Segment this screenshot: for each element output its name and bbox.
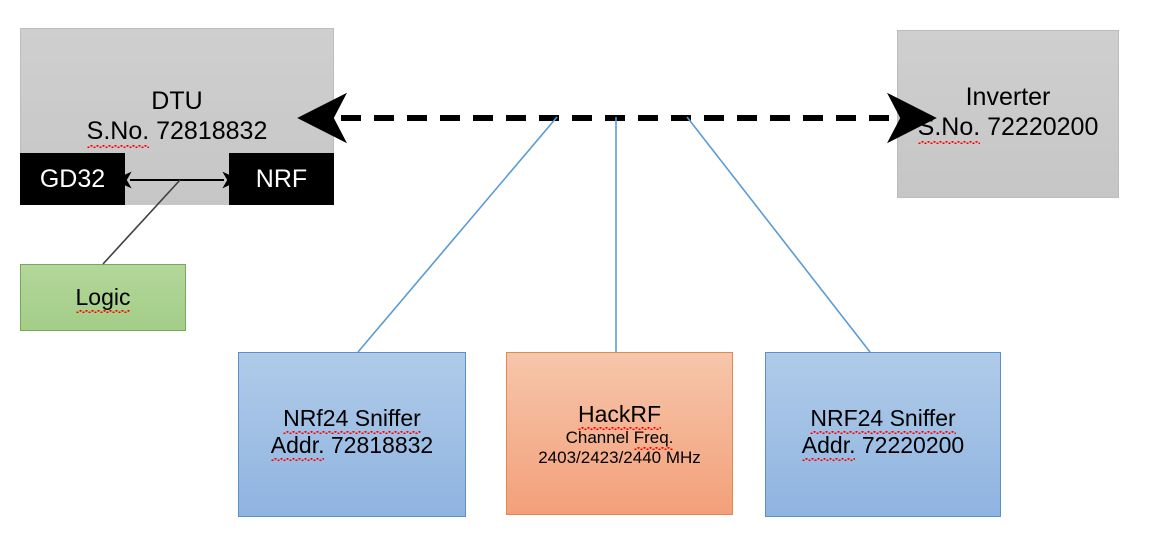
sniffer-right-tap-line	[686, 116, 871, 353]
inverter-node[interactable]: Inverter S.No. 72220200	[897, 30, 1119, 198]
inverter-title: Inverter	[965, 83, 1051, 111]
hackrf-channel-line: Channel Freq.	[565, 428, 674, 451]
sniffer-right-title-text: NRF24 Sniffer	[810, 405, 956, 435]
sniffer-right-addr-line: Addr. 72220200	[801, 432, 965, 462]
hackrf-channel-label: Channel	[565, 428, 629, 448]
hackrf-title: HackRF	[577, 401, 662, 431]
gd32-chip[interactable]: GD32	[20, 153, 125, 205]
hackrf-freq-label: Freq.	[633, 428, 674, 451]
inverter-serial-line: S.No. 72220200	[917, 112, 1099, 144]
dtu-serial-label: S.No.	[86, 116, 150, 148]
hackrf-frequencies: 2403/2423/2440 MHz	[538, 448, 701, 468]
sniffer-right-addr-value: 72220200	[861, 432, 965, 459]
dtu-serial-value: 72818832	[156, 116, 268, 145]
sniffer-left-tap-line	[357, 116, 558, 353]
sniffer-right-addr-label: Addr.	[801, 432, 856, 462]
sniffer-right-title: NRF24 Sniffer	[810, 405, 956, 435]
logic-label: Logic	[75, 283, 131, 314]
sniffer-left-title: NRf24 Sniffer	[283, 405, 421, 435]
dtu-serial-line: S.No. 72818832	[86, 116, 268, 148]
sniffer-left-title-text: NRf24 Sniffer	[283, 405, 421, 435]
sniffer-left-addr-label: Addr.	[270, 432, 325, 462]
inverter-serial-label: S.No.	[917, 112, 981, 144]
nrf-label: NRF	[255, 164, 308, 193]
dtu-title: DTU	[151, 87, 203, 115]
hackrf-node[interactable]: HackRF Channel Freq. 2403/2423/2440 MHz	[506, 352, 733, 515]
sniffer-left-addr-line: Addr. 72818832	[270, 432, 434, 462]
logic-node[interactable]: Logic	[20, 264, 186, 331]
inverter-serial-value: 72220200	[987, 112, 1099, 141]
nrf-chip[interactable]: NRF	[229, 153, 334, 205]
gd32-label: GD32	[39, 164, 106, 193]
sniffer-left-addr-value: 72818832	[330, 432, 434, 459]
sniffer-left-node[interactable]: NRf24 Sniffer Addr. 72818832	[238, 352, 466, 517]
sniffer-right-node[interactable]: NRF24 Sniffer Addr. 72220200	[765, 352, 1001, 517]
hackrf-title-text: HackRF	[577, 401, 662, 431]
